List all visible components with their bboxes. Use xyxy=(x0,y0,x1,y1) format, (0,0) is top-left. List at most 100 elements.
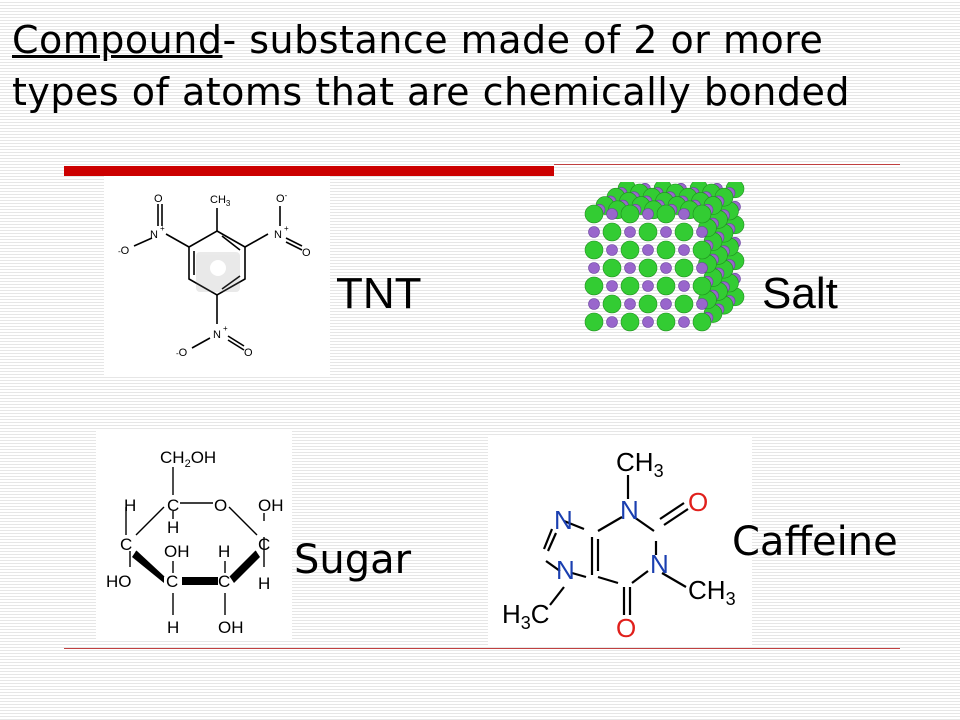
chloride-ion xyxy=(638,222,658,242)
sugar-ch2oh-c: CH xyxy=(160,448,185,467)
svg-text:-O: -O xyxy=(118,245,130,257)
chloride-ion xyxy=(584,312,604,332)
caffeine-oxygen-bottom: O xyxy=(616,613,636,643)
caffeine-oxygen-top: O xyxy=(688,487,708,517)
sodium-ion xyxy=(624,226,636,238)
sodium-ion xyxy=(642,208,654,220)
sodium-ion xyxy=(588,262,600,274)
tnt-nitrogen-right: N xyxy=(274,229,282,241)
caffeine-ch3-top: CH xyxy=(616,447,654,477)
chloride-ion xyxy=(584,204,604,224)
sodium-ion xyxy=(588,298,600,310)
chloride-ion xyxy=(674,222,694,242)
sodium-ion xyxy=(678,244,690,256)
tnt-plus-bottom: + xyxy=(223,324,228,333)
sodium-ion xyxy=(624,262,636,274)
sugar-ho-left: HO xyxy=(106,572,132,591)
tnt-ch3-label: CH xyxy=(210,194,226,206)
svg-text:CH2OH: CH2OH xyxy=(160,448,216,470)
chloride-ion xyxy=(692,204,712,224)
caffeine-structure: CH3 N O N CH3 O N N H3C xyxy=(488,437,752,645)
caffeine-structure-diagram: CH3 N O N CH3 O N N H3C xyxy=(502,447,736,643)
chloride-ion xyxy=(620,240,640,260)
top-divider-line xyxy=(554,164,900,165)
title-underline-bar xyxy=(64,166,554,176)
chloride-ion xyxy=(602,258,622,278)
chloride-ion xyxy=(620,204,640,224)
chloride-ion xyxy=(656,240,676,260)
caffeine-nitrogen-1: N xyxy=(620,495,639,525)
chloride-ion xyxy=(656,204,676,224)
caffeine-ch3-right-subscript: 3 xyxy=(726,589,736,609)
sodium-ion xyxy=(660,226,672,238)
tnt-structure-diagram: CH3 O N + -O O- N + O N + -O O xyxy=(118,191,311,359)
svg-text:CH3: CH3 xyxy=(616,447,664,481)
sugar-ch2oh-oh: OH xyxy=(191,448,217,467)
sodium-ion xyxy=(606,280,618,292)
sugar-structure: CH2OH C O OH H H C C OH H HO C C H H OH xyxy=(96,431,292,639)
caffeine-ch3-right: CH xyxy=(688,575,726,605)
sugar-oh-carbon-3: OH xyxy=(164,542,190,561)
sodium-ion xyxy=(696,262,708,274)
tnt-oxygen-bottom-left: O xyxy=(179,347,188,359)
caffeine-h3c-h: H xyxy=(502,599,521,629)
sugar-carbon-3: C xyxy=(166,572,178,591)
sodium-ion xyxy=(678,280,690,292)
chloride-ion xyxy=(692,276,712,296)
sugar-h-top-left: H xyxy=(124,496,136,515)
tnt-nitrogen-bottom: N xyxy=(213,329,221,341)
slide-title: Compound- substance made of 2 or more ty… xyxy=(12,14,942,118)
caffeine-h3c-c: C xyxy=(531,599,550,629)
caffeine-h3c-subscript: 3 xyxy=(521,613,531,633)
sugar-ch2oh-subscript: 2 xyxy=(185,458,191,470)
tnt-plus-right: + xyxy=(284,224,289,233)
sugar-oh-bottom: OH xyxy=(218,618,244,637)
sodium-ion xyxy=(678,316,690,328)
svg-text:CH3: CH3 xyxy=(688,575,736,609)
chloride-ion xyxy=(638,294,658,314)
tnt-structure: CH3 O N + -O O- N + O N + -O O xyxy=(104,176,330,376)
sodium-ion xyxy=(606,316,618,328)
sodium-ion xyxy=(696,298,708,310)
chloride-ion xyxy=(692,240,712,260)
chloride-ion xyxy=(602,222,622,242)
salt-label: Salt xyxy=(762,269,838,318)
sugar-h-carbon-5: H xyxy=(167,518,179,537)
sodium-ion xyxy=(660,262,672,274)
chloride-ion xyxy=(584,276,604,296)
chloride-ion xyxy=(620,312,640,332)
sugar-h-carbon-1: H xyxy=(258,574,270,593)
sodium-ion xyxy=(696,226,708,238)
caffeine-nitrogen-9: N xyxy=(556,555,575,585)
tnt-ch3-subscript: 3 xyxy=(226,199,231,208)
chloride-ion xyxy=(620,276,640,296)
svg-text:H3C: H3C xyxy=(502,599,550,633)
tnt-plus-left: + xyxy=(160,224,165,233)
tnt-oxygen-bottom-right: O xyxy=(244,347,253,359)
sodium-ion xyxy=(660,298,672,310)
watermark-icon xyxy=(196,252,240,292)
sodium-ion xyxy=(642,316,654,328)
sugar-oh-top-right: OH xyxy=(258,496,284,515)
tnt-oxygen-right: O xyxy=(302,247,311,259)
svg-text:O-: O- xyxy=(276,191,288,205)
chloride-ion xyxy=(602,294,622,314)
chloride-ion xyxy=(674,258,694,278)
tnt-minus-bottom: - xyxy=(176,349,179,358)
salt-crystal-lattice xyxy=(584,179,745,332)
tnt-oxygen-right-top: O xyxy=(276,193,285,205)
tnt-label: TNT xyxy=(336,269,422,318)
title-definition: - substance made of 2 or more types of a… xyxy=(12,18,850,114)
chloride-ion xyxy=(638,258,658,278)
caffeine-label: Caffeine xyxy=(732,519,898,565)
sugar-h-carbon-2: H xyxy=(218,542,230,561)
tnt-nitrogen-left: N xyxy=(150,229,158,241)
caffeine-nitrogen-3: N xyxy=(650,549,669,579)
sodium-ion xyxy=(624,298,636,310)
chloride-ion xyxy=(584,240,604,260)
caffeine-ch3-top-subscript: 3 xyxy=(654,461,664,481)
chloride-ion xyxy=(674,294,694,314)
bottom-divider-line xyxy=(64,648,900,649)
sugar-carbon-4: C xyxy=(120,535,132,554)
